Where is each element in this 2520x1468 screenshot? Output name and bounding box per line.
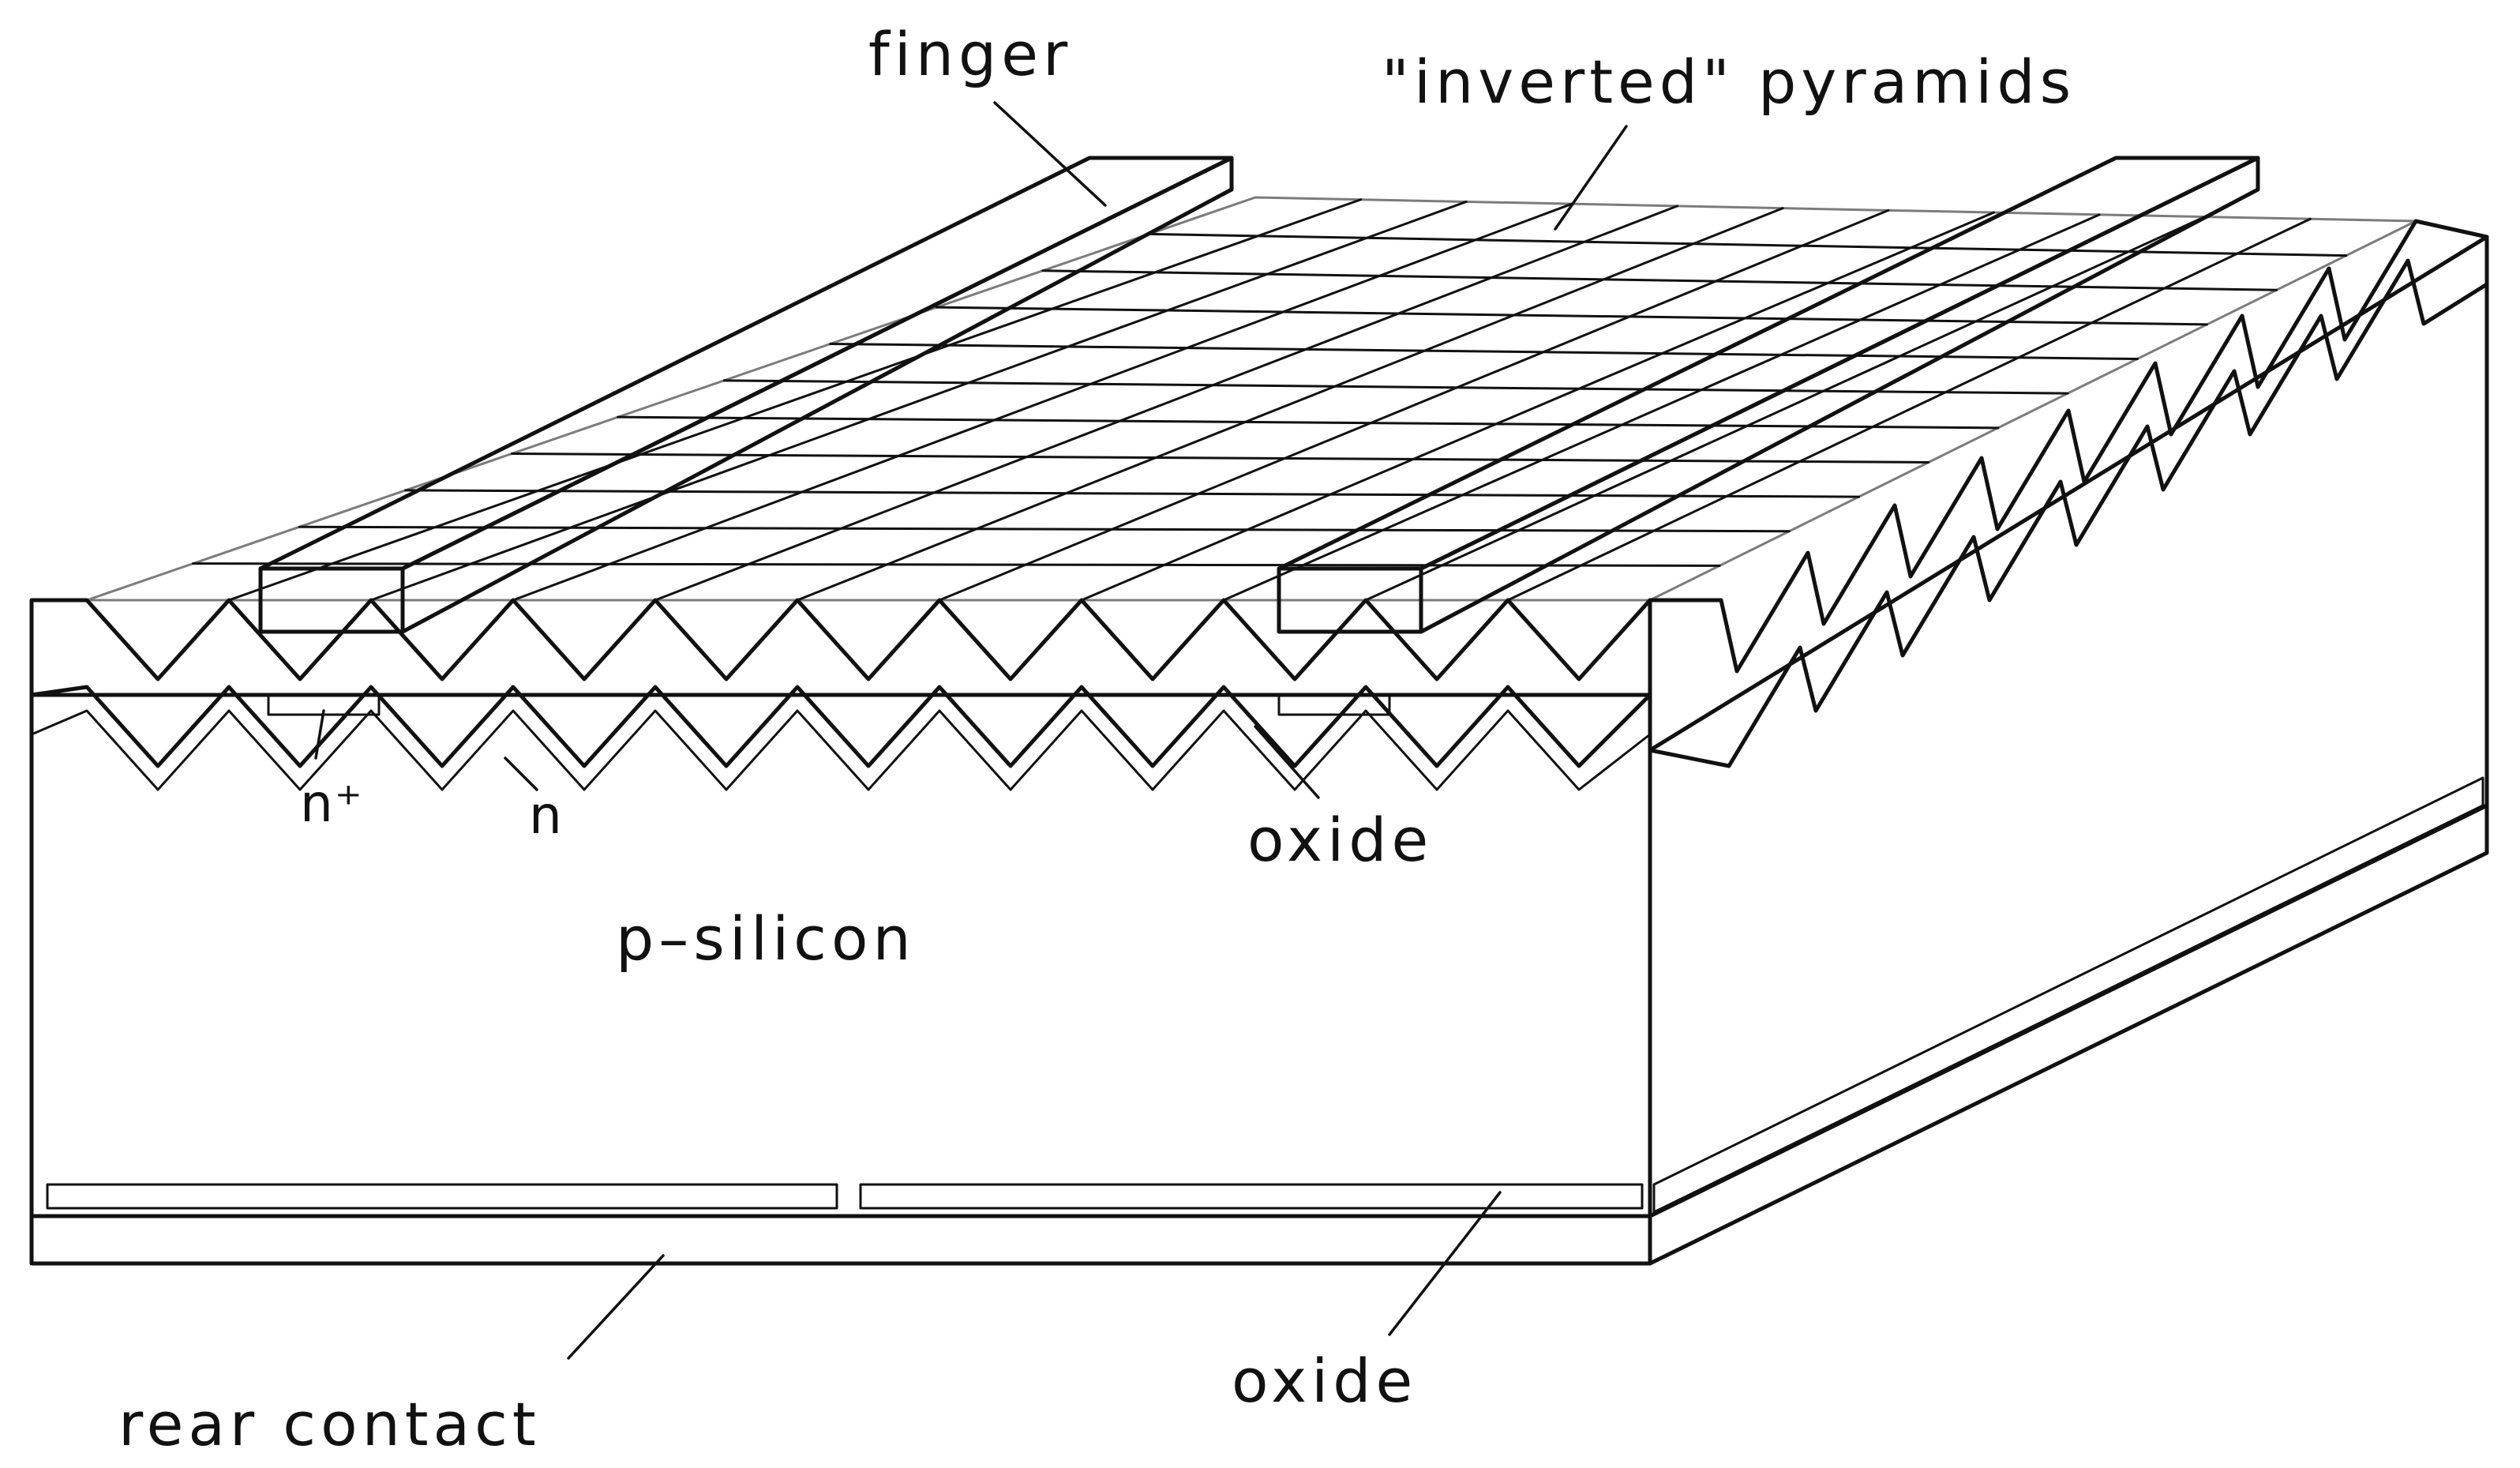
finger-left-front (258, 566, 405, 634)
side-face (1648, 235, 2489, 1218)
oxide-layer-side (1648, 219, 2489, 768)
finger-right-top (1277, 156, 2260, 571)
finger-left-side (400, 156, 1234, 634)
leader-rear-contact (567, 1254, 665, 1360)
grid-line (1506, 217, 2312, 602)
grid-line (1080, 211, 1995, 602)
label-n-plus: n⁺ (300, 773, 364, 834)
label-p-silicon: p–silicon (616, 903, 916, 974)
n-plus-region-right (1277, 693, 1391, 716)
grid-line (1041, 269, 2278, 291)
grid-line (1222, 213, 2101, 602)
grid-line (796, 207, 1784, 602)
label-finger: finger (868, 19, 1072, 89)
label-rear-contact: rear contact (118, 1389, 541, 1459)
rear-oxide-strip-right (859, 1183, 1644, 1210)
grid-line (298, 525, 1791, 533)
finger-right (1277, 156, 2260, 634)
side-face-body (1648, 235, 2489, 1218)
leader-finger (993, 101, 1107, 207)
rear-oxide-side (1652, 776, 2484, 1214)
finger-right-side (1419, 156, 2260, 634)
oxide-layer-front (29, 598, 1652, 768)
leader-oxide-top (1254, 725, 1320, 799)
finger-right-front (1277, 566, 1423, 634)
label-n: n (529, 785, 564, 846)
leader-n (504, 757, 538, 791)
grid-line (829, 342, 2139, 361)
grid-line (1147, 232, 2348, 257)
leader-lines (314, 101, 1628, 1360)
grid-line (510, 452, 1930, 464)
grid-line (938, 208, 1890, 602)
rear-contact-side (1648, 803, 2489, 1266)
label-inverted-pyramids: "inverted" pyramids (1382, 47, 2076, 117)
leader-n-plus (314, 709, 325, 760)
pyramid-grid (85, 196, 2417, 602)
grid-line (722, 379, 2069, 395)
label-oxide-top: oxide (1247, 805, 1433, 875)
labels: finger "inverted" pyramids n⁺ n oxide p–… (118, 19, 2076, 1459)
grid-line (1364, 216, 2207, 602)
grid-line (404, 489, 1861, 498)
finger-left (258, 156, 1234, 634)
n-layer-line (30, 709, 1652, 791)
rear-oxide-strip-left (46, 1183, 838, 1210)
grid-line (654, 205, 1679, 602)
grid-lines (192, 198, 2348, 602)
grid-line (369, 200, 1468, 602)
finger-left-top (258, 156, 1234, 571)
leader-pyramids (1554, 125, 1628, 231)
rear-contact-front (29, 1214, 1652, 1266)
rear-layers (29, 776, 2489, 1266)
grid-line (227, 198, 1363, 602)
grid-line (512, 202, 1573, 602)
grid-line (192, 562, 1721, 567)
top-surface (85, 196, 2417, 602)
label-oxide-bottom: oxide (1232, 1346, 1417, 1416)
grid-line (617, 415, 2000, 430)
leader-oxide-bottom (1388, 1191, 1502, 1336)
grid-line (935, 306, 2208, 326)
textured-side-edge (1648, 219, 2489, 768)
